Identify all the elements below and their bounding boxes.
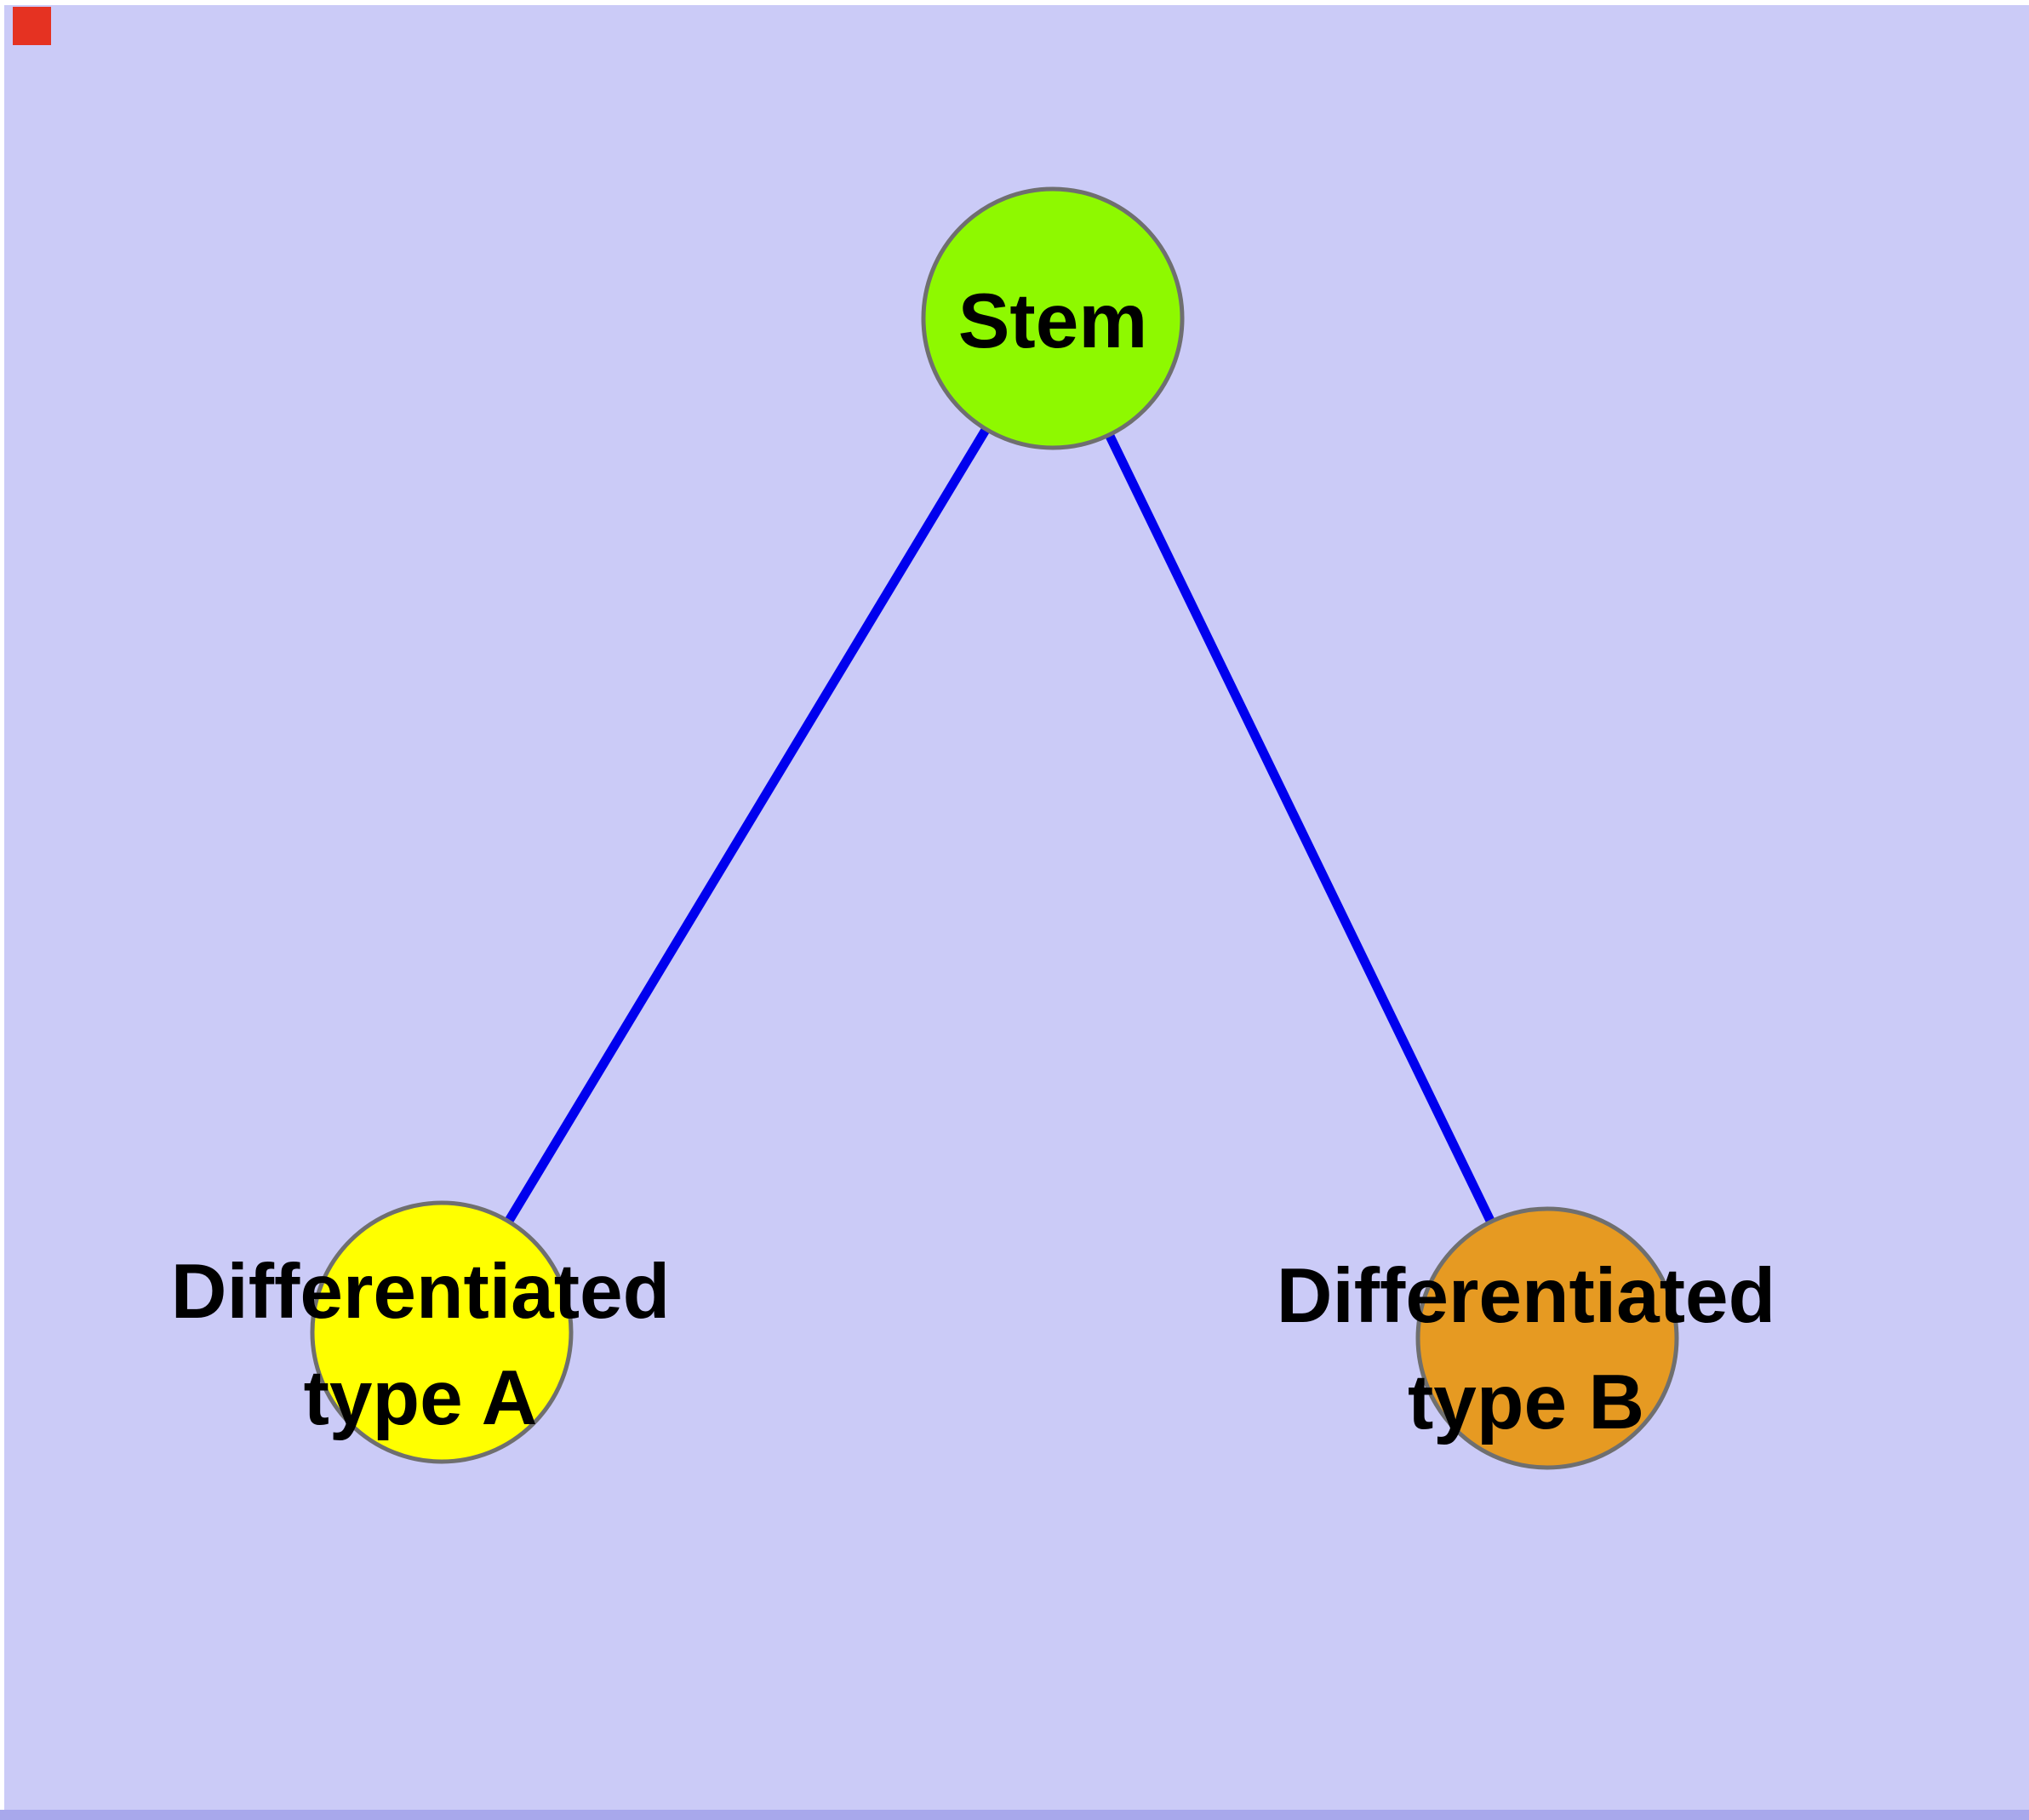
bottom-edge-strip <box>0 1810 2029 1820</box>
corner-marker <box>13 7 51 45</box>
node-stem <box>921 186 1185 450</box>
edge-stem-to-type-a <box>437 316 1057 1335</box>
node-differentiated-type-a <box>310 1200 574 1464</box>
node-differentiated-type-b <box>1415 1206 1679 1470</box>
stem-node-label: Stem <box>958 278 1148 364</box>
type-a-node-label-line2: type A <box>304 1355 538 1441</box>
type-b-node-label-line2: type B <box>1408 1359 1644 1445</box>
edge-stem-to-type-b <box>1049 316 1552 1341</box>
type-b-node-label-line1: Differentiated <box>1277 1253 1776 1339</box>
type-a-node-label-line1: Differentiated <box>171 1249 671 1335</box>
